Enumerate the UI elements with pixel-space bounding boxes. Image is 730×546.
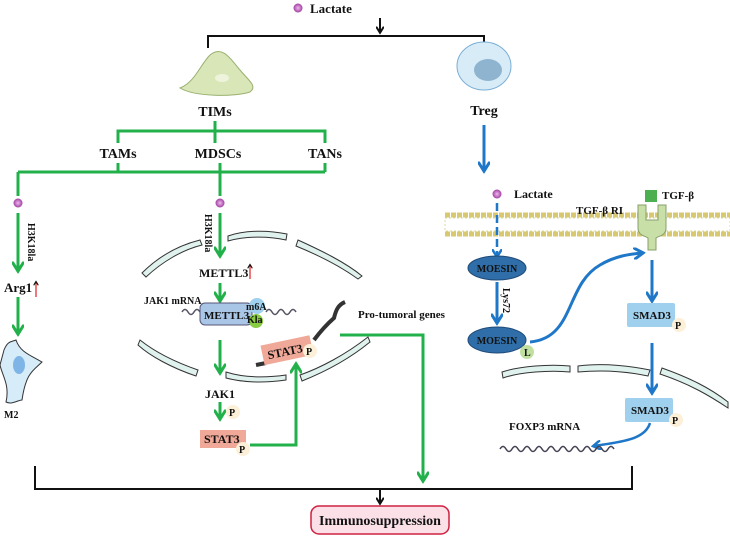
tgfb-ri-label: TGF-β RI	[576, 205, 623, 217]
jak1-mrna-label: JAK1 mRNA	[144, 296, 202, 307]
phosphate-icon	[672, 318, 686, 332]
cell-membrane	[444, 212, 730, 237]
tams-label: TAMs	[99, 147, 137, 162]
phosphate-icon	[236, 442, 250, 456]
moesin-label: MOESIN	[477, 264, 518, 275]
lactyl-modification-icon	[520, 345, 534, 359]
arrow	[250, 365, 296, 447]
immunosuppression-box	[310, 505, 450, 535]
bottom-bracket	[34, 466, 633, 503]
l-label: L	[524, 348, 531, 359]
arg1-label: Arg1	[4, 280, 32, 295]
tims-cell-icon	[178, 50, 254, 96]
nuclear-envelope	[137, 230, 371, 383]
p-label: P	[239, 445, 245, 456]
smad3-box	[625, 398, 673, 422]
mdscs-label: MDSCs	[195, 147, 242, 162]
p-label: P	[306, 347, 312, 358]
top-bracket	[207, 18, 485, 48]
tgfb-receptor-icon	[637, 204, 667, 251]
foxp3-mrna-strand	[499, 445, 615, 453]
lactate-label: Lactate	[514, 187, 553, 201]
pro-tumoral-genes-label: Pro-tumoral genes	[358, 309, 446, 321]
arrow	[340, 333, 423, 480]
lactate-molecule-icon	[215, 198, 225, 208]
mettl3-label: METTL3	[199, 266, 248, 280]
tans-label: TANs	[308, 147, 343, 162]
m2-macrophage-icon	[0, 339, 43, 404]
lactate-label: Lactate	[310, 1, 352, 16]
m2-label: M2	[4, 410, 18, 421]
tims-tree	[16, 121, 327, 196]
phosphate-icon	[303, 344, 317, 358]
smad3-label: SMAD3	[633, 310, 671, 322]
treg-label: Treg	[470, 104, 497, 119]
moesin-lactylated-protein	[467, 326, 527, 354]
m6a-label: m6A	[246, 302, 267, 313]
moesin-label: MOESIN	[477, 336, 518, 347]
smad3-box	[627, 303, 675, 327]
mettl3-complex	[199, 302, 253, 326]
stat3-box	[200, 430, 246, 448]
phosphate-icon	[226, 405, 240, 419]
jak1-mrna-strand	[181, 308, 297, 316]
foxp3-mrna-label: FOXP3 mRNA	[509, 421, 580, 433]
lactate-molecule-icon	[492, 189, 502, 199]
arrow	[594, 422, 652, 446]
nuclear-stat3: STAT3	[260, 335, 314, 366]
immunosuppression-label: Immunosuppression	[319, 514, 441, 529]
tgfb-ligand-icon	[645, 190, 657, 202]
jak1-label: JAK1	[205, 387, 235, 401]
m6a-modification	[249, 298, 265, 314]
stat3-label: STAT3	[204, 432, 240, 446]
lactate-molecule-icon	[13, 198, 23, 208]
lactate-molecule-icon	[293, 3, 303, 13]
nuclear-envelope	[501, 364, 729, 409]
tgfb-label: TGF-β	[662, 190, 694, 202]
phosphate-icon	[669, 413, 683, 427]
moesin-protein	[467, 255, 527, 281]
h3k18la-label: H3K18la	[202, 214, 213, 252]
tims-label: TIMs	[198, 105, 232, 120]
h3k18la-label: H3K18la	[25, 223, 36, 261]
smad3-label: SMAD3	[631, 405, 669, 417]
kla-label: Kla	[247, 315, 263, 326]
arrow	[529, 253, 642, 344]
p-label: P	[672, 416, 678, 427]
p-label: P	[675, 321, 681, 332]
kla-modification	[249, 314, 263, 328]
p-label: P	[229, 408, 235, 419]
lys72-label: Lys72	[500, 288, 511, 313]
mettl3-complex-label: METTL3	[204, 310, 250, 322]
treg-cell-icon	[456, 41, 512, 91]
